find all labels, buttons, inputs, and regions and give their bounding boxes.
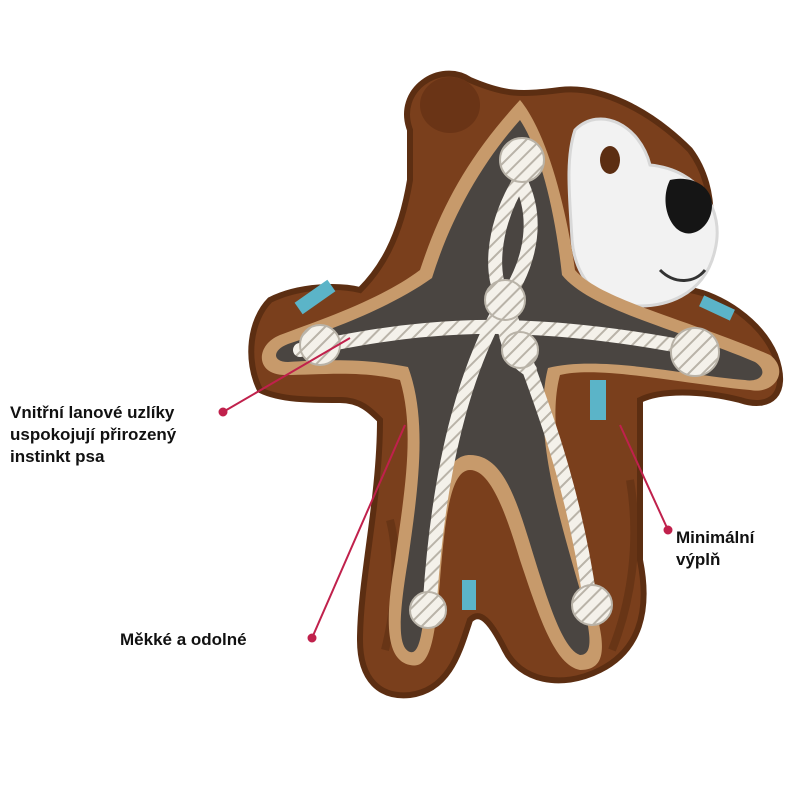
- leader-line-knots: [222, 337, 351, 413]
- callout-soft-durable: Měkké a odolné: [120, 629, 247, 651]
- callout-line: Minimální: [676, 528, 755, 547]
- callout-leaders: [218, 337, 673, 643]
- rope-knots: [293, 137, 720, 629]
- callout-line: instinkt psa: [10, 447, 105, 466]
- bear-muzzle: [567, 117, 719, 308]
- leader-dot-soft: [307, 633, 317, 643]
- mouth-icon: [658, 268, 707, 282]
- inner-panel: [261, 100, 780, 670]
- callout-line: Vnitřní lanové uzlíky: [10, 403, 175, 422]
- leader-line-soft: [311, 424, 406, 639]
- ear: [420, 77, 480, 133]
- leader-dot-knots: [218, 407, 228, 417]
- nose-icon: [665, 178, 712, 234]
- leader-line-stuffing: [619, 424, 669, 531]
- eye-icon: [600, 146, 620, 174]
- callout-line: uspokojují přirozený: [10, 425, 177, 444]
- callout-line: Měkké a odolné: [120, 630, 247, 649]
- leader-dot-stuffing: [663, 525, 673, 535]
- fabric-tags: [294, 279, 735, 610]
- callout-rope-knots: Vnitřní lanové uzlíky uspokojují přiroze…: [10, 402, 176, 468]
- callout-minimal-stuffing: Minimální výplň: [676, 527, 754, 571]
- callout-line: výplň: [676, 550, 721, 569]
